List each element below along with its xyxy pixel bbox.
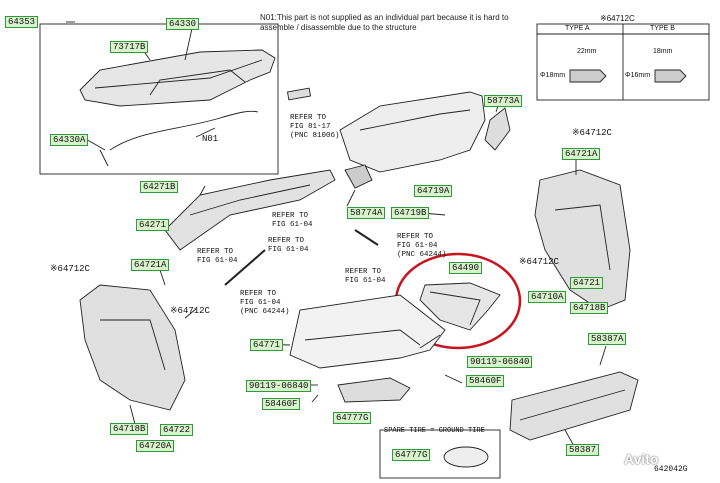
refer-note-61-04-c: REFER TO FIG 61-04 — [268, 237, 309, 254]
package-tray-box — [39, 23, 279, 175]
part-label-58460F-left[interactable]: 58460F — [262, 398, 301, 410]
part-label-73717B[interactable]: 73717B — [110, 41, 149, 53]
part-label-90119-06840-left[interactable]: 90119-06840 — [246, 380, 312, 392]
refer-note-61-04-b: REFER TO FIG 61-04 — [197, 248, 238, 265]
refer-note-61-04-pnc-left: REFER TO FIG 61-04 (PNC 64244) — [240, 290, 290, 316]
package-tray — [79, 49, 276, 107]
part-label-64712C-right: ※64712C — [572, 128, 612, 138]
part-label-58387A[interactable]: 58387A — [588, 333, 627, 345]
part-label-64712C-middle: ※64712C — [170, 306, 210, 316]
type-a-header: TYPE A — [565, 25, 590, 32]
part-label-90119-06840-right[interactable]: 90119-06840 — [467, 356, 533, 368]
spare-tire-caption: SPARE TIRE = GROUND TIRE — [384, 427, 485, 435]
type-b-header: TYPE B — [650, 25, 675, 32]
right-side-trim — [534, 169, 631, 311]
part-label-64710A[interactable]: 64710A — [528, 291, 567, 303]
part-label-64330[interactable]: 64330 — [166, 18, 200, 30]
refer-note-61-04-a: REFER TO FIG 61-04 — [272, 212, 313, 229]
part-label-64771[interactable]: 64771 — [250, 339, 284, 351]
part-label-64719B[interactable]: 64719B — [391, 207, 430, 219]
rear-panel — [164, 169, 336, 251]
trunk-lid-trim — [339, 91, 486, 173]
part-label-N01: N01 — [202, 134, 219, 144]
type-table-marker: ※64712C — [600, 14, 635, 23]
part-label-58387[interactable]: 58387 — [566, 444, 600, 456]
part-label-64712C-left: ※64712C — [50, 264, 90, 274]
part-label-64718B-left[interactable]: 64718B — [110, 423, 149, 435]
type-a-diameter: Φ18mm — [540, 72, 566, 79]
part-label-64330A[interactable]: 64330A — [50, 134, 89, 146]
part-label-58774A[interactable]: 58774A — [347, 207, 386, 219]
part-label-64777G-spare[interactable]: 64777G — [392, 449, 431, 461]
type-a-length: 22mm — [577, 48, 597, 55]
part-label-64712C-right-middle: ※64712C — [519, 257, 559, 267]
part-label-64490[interactable]: 64490 — [449, 262, 483, 274]
left-side-trim — [79, 284, 186, 411]
part-label-58460F-right[interactable]: 58460F — [466, 375, 505, 387]
part-label-64271B[interactable]: 64271B — [140, 181, 179, 193]
refer-note-61-04-pnc-right: REFER TO FIG 61-04 (PNC 64244) — [397, 233, 447, 259]
part-label-64722[interactable]: 64722 — [160, 424, 194, 436]
figure-code: 642042G — [654, 465, 688, 474]
part-label-64353[interactable]: 64353 — [5, 16, 39, 28]
part-label-64721A-left[interactable]: 64721A — [131, 259, 170, 271]
trunk-mat — [289, 294, 446, 369]
note-text: N01:This part is not supplied as an indi… — [260, 13, 509, 32]
part-label-64720A[interactable]: 64720A — [136, 440, 175, 452]
refer-note-81-17: REFER TO FIG 81-17 (PNC 81006) — [290, 114, 340, 140]
avito-watermark: Avito — [624, 451, 659, 467]
trunk-side-cover — [419, 282, 501, 331]
type-b-diameter: Φ16mm — [625, 72, 651, 79]
type-b-length: 18mm — [653, 48, 673, 55]
part-label-64271[interactable]: 64271 — [136, 219, 170, 231]
part-label-64718B-right[interactable]: 64718B — [570, 302, 609, 314]
part-label-64721A-right[interactable]: 64721A — [562, 148, 601, 160]
part-label-64719A[interactable]: 64719A — [414, 185, 453, 197]
refer-note-61-04-d: REFER TO FIG 61-04 — [345, 268, 386, 285]
part-label-64721[interactable]: 64721 — [570, 277, 604, 289]
part-label-64777G[interactable]: 64777G — [333, 412, 372, 424]
spare-tire-box — [379, 429, 501, 479]
rear-sill-plate — [509, 371, 639, 441]
part-label-58773A[interactable]: 58773A — [484, 95, 523, 107]
